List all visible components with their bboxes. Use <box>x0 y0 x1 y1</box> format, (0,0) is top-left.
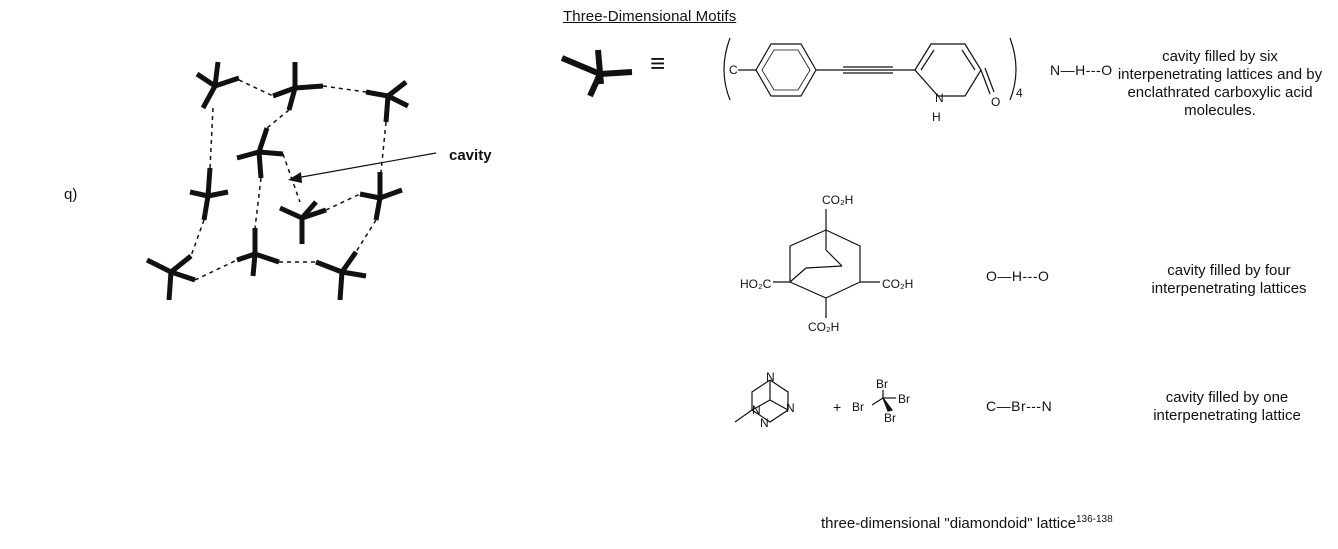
caption-reference: 136-138 <box>1075 514 1113 525</box>
plus-sign: + <box>833 399 842 415</box>
row-2-description: cavity filled by four interpenetrating l… <box>1109 262 1338 298</box>
hexamine-n-right: N <box>786 401 795 415</box>
pyridone-tecton-structure <box>723 37 1017 101</box>
figure-caption: three-dimensional "diamondoid" lattice13… <box>821 514 1113 532</box>
pyridone-oxygen-label: O <box>991 95 1001 109</box>
description-line: interpenetrating lattice <box>1153 407 1301 424</box>
panel-label: q) <box>64 186 78 203</box>
description-line: cavity filled by four <box>1167 262 1291 279</box>
lattice-node <box>189 167 229 221</box>
tetrahedral-nodes <box>145 61 410 301</box>
br-top-label: Br <box>876 377 888 391</box>
br-bottom-label: Br <box>884 411 896 425</box>
hexamine-structure <box>734 379 789 423</box>
description-line: interpenetrating lattices <box>1151 280 1307 297</box>
br-left-label: Br <box>852 400 864 414</box>
cavity-label: cavity <box>449 147 492 164</box>
description-line: molecules. <box>1184 102 1256 119</box>
acid-top-label: CO₂H <box>822 193 854 207</box>
lattice-node <box>359 172 403 221</box>
adamantane-tetraacid-structure <box>773 209 880 318</box>
lattice-node <box>272 62 324 111</box>
hexamine-n-top: N <box>766 370 775 384</box>
tetrahedral-node-symbol <box>560 49 633 98</box>
cbr4-structure <box>871 390 896 412</box>
figure-title: Three-Dimensional Motifs <box>563 8 737 25</box>
lattice-node <box>195 61 240 110</box>
cavity-arrow <box>288 152 437 183</box>
lattice-node <box>278 200 327 244</box>
acid-left-label: HO₂C <box>740 277 772 291</box>
bond-type-1: N—H‐‐‐O <box>1050 62 1113 78</box>
hexamine-n-bottom: N <box>760 416 769 430</box>
row-3-description: cavity filled by one interpenetrating la… <box>1107 389 1338 425</box>
lattice-node <box>236 127 284 179</box>
tecton-subscript: 4 <box>1016 86 1023 100</box>
acid-right-label: CO₂H <box>882 277 914 291</box>
pyridone-nitrogen-label: N <box>935 91 944 105</box>
row-1-description: cavity filled by six interpenetrating la… <box>1100 48 1338 120</box>
description-line: cavity filled by six <box>1162 48 1278 65</box>
caption-text: three-dimensional "diamondoid" lattice <box>821 515 1076 532</box>
lattice-node <box>365 80 410 123</box>
description-line: cavity filled by one <box>1165 389 1289 406</box>
description-line: enclathrated carboxylic acid <box>1127 84 1313 101</box>
bond-type-2: O—H‐‐‐O <box>986 268 1050 284</box>
lattice-node <box>315 250 367 301</box>
acid-bottom-label: CO₂H <box>808 320 840 334</box>
equivalence-symbol: ≡ <box>650 48 666 78</box>
lattice-node <box>145 254 196 301</box>
hexamine-n-left: N <box>752 403 761 417</box>
lattice-node <box>236 228 280 277</box>
description-line: interpenetrating lattices and by <box>1117 66 1323 83</box>
pyridone-hydrogen-label: H <box>932 110 941 124</box>
central-carbon-label: C <box>729 63 738 77</box>
bond-type-3: C—Br‐‐‐N <box>986 398 1053 414</box>
br-right-label: Br <box>898 392 910 406</box>
